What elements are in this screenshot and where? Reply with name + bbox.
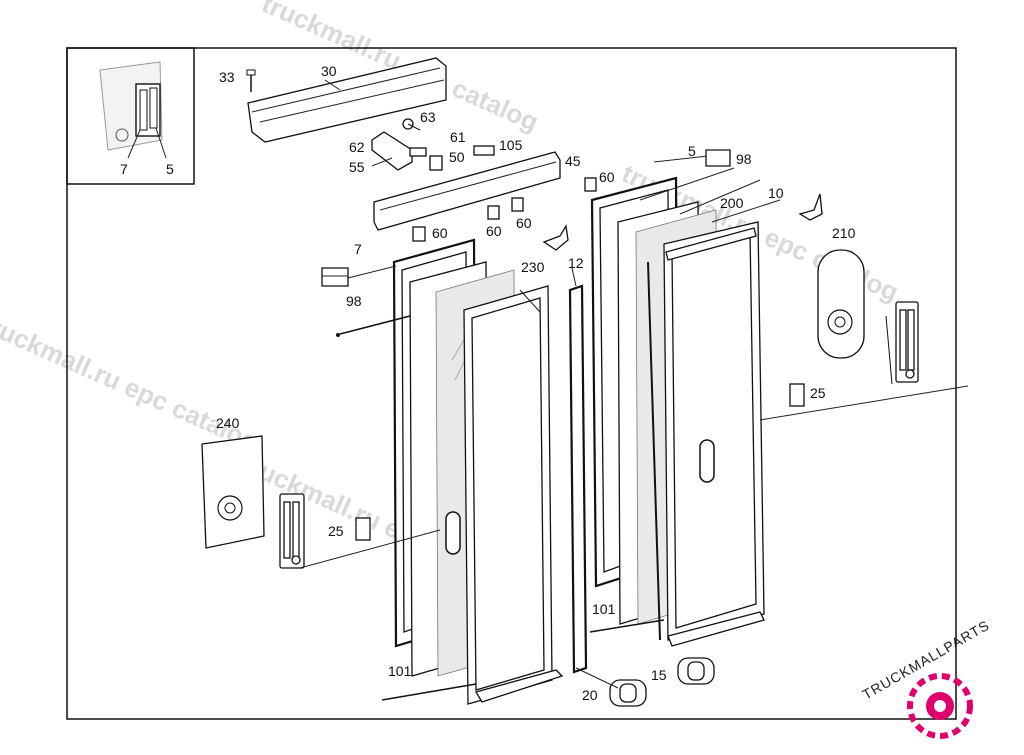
- label-60-d: 60: [516, 215, 532, 231]
- label-30: 30: [321, 63, 337, 79]
- label-61: 61: [450, 129, 466, 145]
- inset-label-5: 5: [166, 161, 174, 177]
- truckmall-logo: TRUCKMALLPARTS: [860, 617, 993, 739]
- label-5: 5: [688, 143, 696, 159]
- leader-98-right: [639, 167, 735, 201]
- label-15: 15: [651, 667, 667, 683]
- label-55: 55: [349, 159, 365, 175]
- label-101-right: 101: [592, 601, 616, 617]
- leader-25-right: [759, 385, 969, 421]
- leader-200: [679, 179, 761, 215]
- bracket-7: [321, 267, 349, 287]
- clip-25-right: [789, 383, 805, 407]
- leader-55: [371, 157, 393, 167]
- label-45: 45: [565, 153, 581, 169]
- watermark-left: truckmall.ru epc catalog: [0, 308, 263, 457]
- bracket-5: [705, 149, 731, 167]
- leader-12: [571, 267, 577, 287]
- label-50: 50: [449, 149, 465, 165]
- left-door-frame: [392, 238, 553, 705]
- top-rail-30: [247, 57, 447, 143]
- label-230: 230: [521, 259, 545, 275]
- right-door-frame: [590, 176, 765, 641]
- label-98-left: 98: [346, 293, 362, 309]
- leader-25-left: [299, 529, 441, 569]
- hinge-bracket-62: [371, 118, 495, 171]
- label-33: 33: [219, 69, 235, 85]
- label-20: 20: [582, 687, 598, 703]
- lock-cover-210: [817, 249, 865, 359]
- label-63: 63: [420, 109, 436, 125]
- label-10: 10: [768, 185, 784, 201]
- inset-label-7: 7: [120, 161, 128, 177]
- left-bottom-rail: [475, 669, 564, 703]
- trim-strip-45: [373, 151, 561, 231]
- latch-hook-left: [542, 224, 569, 251]
- roller-15: [677, 657, 715, 685]
- label-12: 12: [568, 255, 584, 271]
- latch-hook-right: [798, 193, 823, 221]
- label-60-a: 60: [599, 169, 615, 185]
- label-210: 210: [832, 225, 856, 241]
- rod-101-right: [589, 619, 665, 633]
- leader-20: [575, 667, 619, 689]
- seal-strip-12: [568, 284, 588, 674]
- right-bottom-rail: [667, 611, 765, 647]
- clips-60: [412, 177, 597, 242]
- leader-7: [347, 265, 397, 279]
- leader-30: [324, 79, 341, 91]
- rod-98-left: [336, 315, 411, 337]
- label-25-right: 25: [810, 385, 826, 401]
- leader-5: [653, 155, 709, 163]
- logo-text: TRUCKMALLPARTS: [860, 617, 993, 703]
- label-98-right: 98: [736, 151, 752, 167]
- label-240: 240: [216, 415, 240, 431]
- lock-mechanism-right: [885, 301, 919, 385]
- diagram-border: [66, 47, 957, 720]
- inset-border: [66, 47, 195, 185]
- leader-10: [711, 199, 781, 223]
- label-101-left: 101: [388, 663, 412, 679]
- label-60-c: 60: [486, 223, 502, 239]
- label-62: 62: [349, 139, 365, 155]
- inset-cab-thumbnail: [99, 61, 167, 159]
- label-105: 105: [499, 137, 523, 153]
- roller-20: [609, 679, 647, 707]
- rod-101-left: [381, 683, 477, 701]
- label-200: 200: [720, 195, 744, 211]
- lock-mechanism-left: [279, 493, 305, 569]
- label-60-b: 60: [432, 225, 448, 241]
- label-25-left: 25: [328, 523, 344, 539]
- label-7: 7: [354, 241, 362, 257]
- lock-cover-240: [201, 435, 265, 549]
- clip-25-left: [355, 517, 371, 541]
- screw-33: [246, 69, 256, 92]
